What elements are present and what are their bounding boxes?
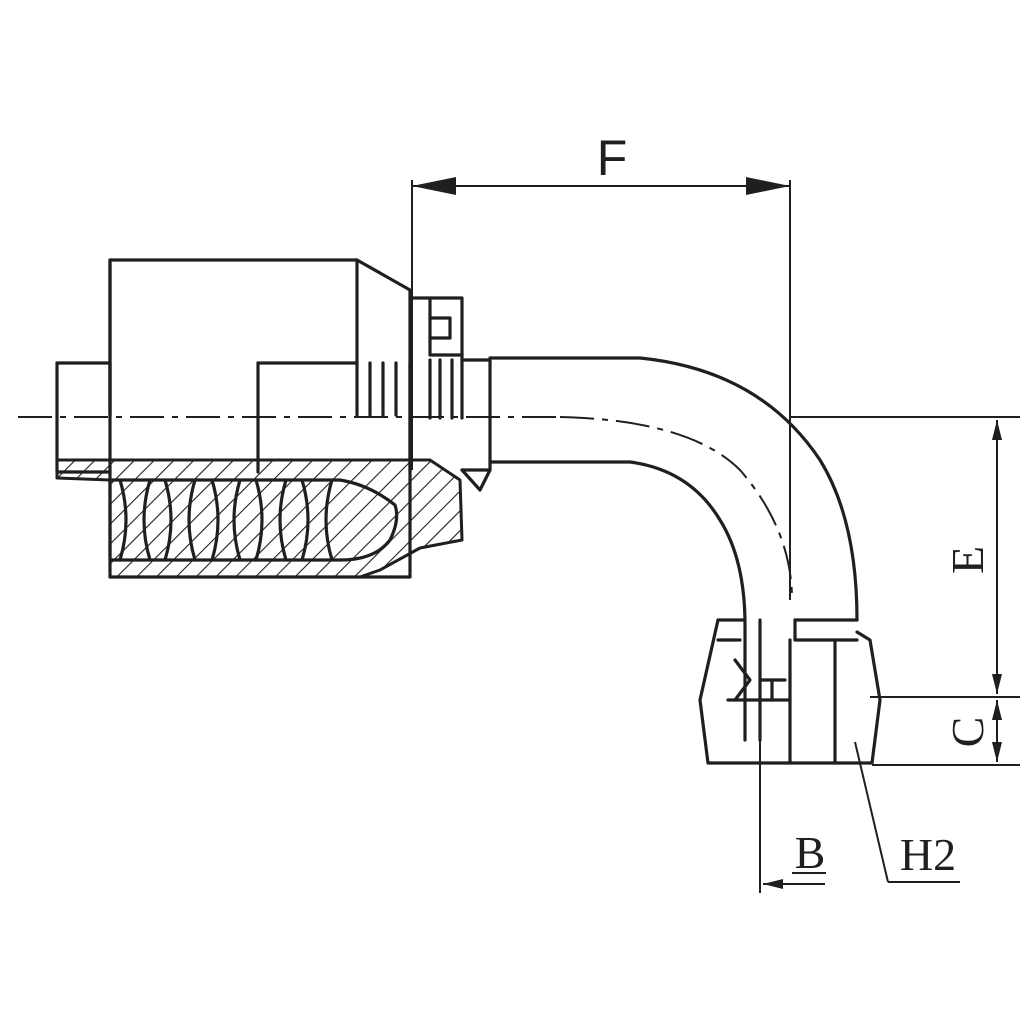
dimension-b: B: [759, 740, 826, 893]
crimp-collar: [368, 296, 492, 492]
bent-tube: [488, 356, 859, 742]
center-line: [18, 416, 793, 601]
swivel-nut: [698, 618, 882, 765]
serration-teeth: [118, 478, 334, 562]
label-f: F: [597, 130, 628, 186]
dimension-c: C: [872, 700, 1020, 766]
dimension-e: E: [790, 416, 1020, 698]
label-c: C: [942, 717, 993, 748]
leader-h2: H2: [854, 741, 960, 883]
dimension-f: F: [411, 130, 791, 600]
label-e: E: [942, 546, 993, 574]
ferrule-section: [55, 458, 464, 579]
label-b: B: [795, 827, 826, 878]
label-h2: H2: [900, 829, 956, 880]
